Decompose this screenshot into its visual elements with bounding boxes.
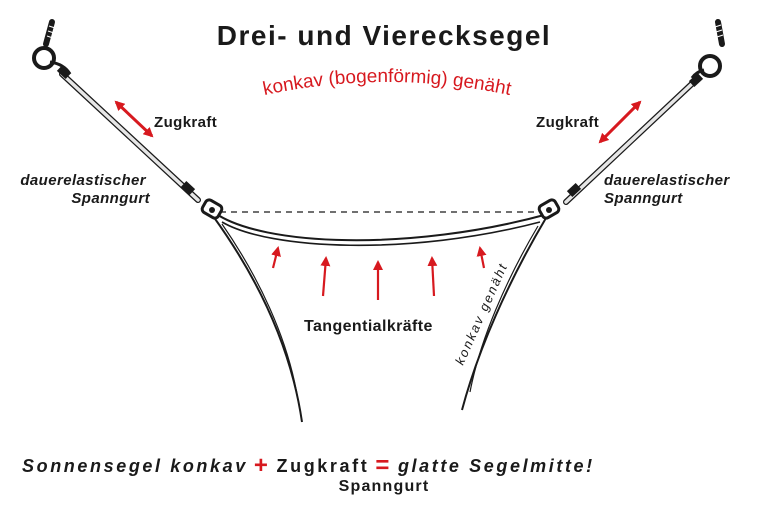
corner-ring-left-icon	[200, 198, 224, 220]
tangential-force-arrows	[271, 246, 487, 300]
subtitle-arc: konkav (bogenförmig) genäht	[261, 66, 514, 100]
footer-equation: Sonnensegel konkav+Zugkraft=glatte Segel…	[22, 452, 595, 480]
wall-hook-right-icon	[690, 19, 725, 79]
pull-label-left: Zugkraft	[154, 114, 218, 131]
pull-arrow-left	[114, 100, 154, 138]
corner-ring-right-icon	[537, 198, 561, 220]
pull-arrow-right	[598, 100, 642, 144]
tangential-arrow-5	[476, 246, 487, 269]
subtitle: konkav (bogenförmig) genäht	[261, 66, 514, 100]
footer-part-pull: Zugkraft	[276, 456, 370, 476]
strap-label-left-2: Spanngurt	[71, 190, 150, 207]
tangential-arrow-2	[320, 256, 331, 297]
page-title: Drei- und Vierecksegel	[216, 20, 552, 51]
strap-label-left-1: dauerelastischer	[20, 172, 146, 189]
sail-shape	[212, 211, 549, 423]
pull-label-right: Zugkraft	[536, 114, 600, 131]
tangential-arrow-4	[427, 256, 438, 297]
plus-icon: +	[253, 452, 271, 479]
strap-label-right-2: Spanngurt	[604, 190, 683, 207]
tangential-label: Tangentialkräfte	[304, 318, 433, 335]
footer-line2: Spanngurt	[338, 478, 430, 495]
footer-part-result: glatte Segelmitte!	[397, 456, 595, 476]
equals-icon: =	[375, 452, 392, 479]
strap-label-right-1: dauerelastischer	[604, 172, 730, 189]
footer-part-concave: Sonnensegel konkav	[22, 456, 248, 476]
tangential-arrow-1	[271, 246, 281, 269]
